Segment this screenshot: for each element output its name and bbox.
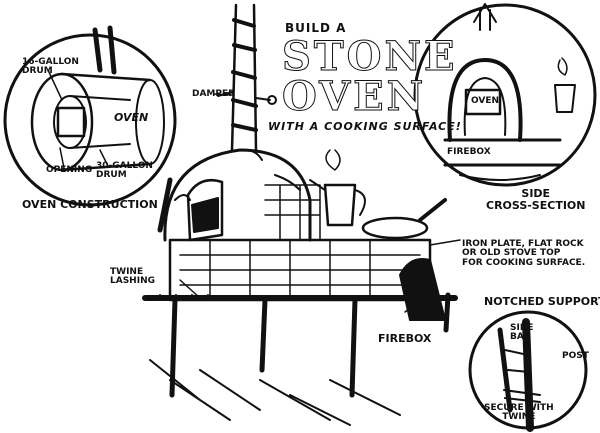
cooking-platform — [168, 184, 446, 321]
title-oven: OVEN — [281, 73, 427, 120]
label-30-gallon-drum: 30-GALLON DRUM — [96, 161, 153, 181]
leader-lines — [179, 93, 461, 313]
label-oven-inset: OVEN — [114, 111, 149, 124]
label-firebox-side: FIREBOX — [447, 147, 491, 157]
label-notched-supports: NOTCHED SUPPORTS — [484, 295, 600, 308]
title-subtitle: WITH A COOKING SURFACE! — [268, 120, 462, 133]
oven-construction-inset — [3, 25, 177, 207]
stone-oven — [157, 148, 312, 242]
label-oven-side: OVEN — [471, 96, 500, 106]
label-16-gallon-drum: 16-GALLON DRUM — [22, 57, 79, 77]
support-table — [142, 292, 458, 426]
title-stone: STONE — [282, 33, 458, 80]
label-post: POST — [562, 351, 589, 361]
kettle — [309, 149, 366, 227]
label-firebox-main: FIREBOX — [378, 332, 432, 345]
label-damper: DAMPER — [192, 89, 236, 99]
label-secure-with-twine: SECURE WITH TWINE — [484, 403, 554, 423]
title-build-a: BUILD A — [285, 21, 347, 35]
label-side-cross-section: SIDE CROSS-SECTION — [486, 187, 586, 212]
label-opening: OPENING — [46, 165, 93, 175]
label-twine-lashing: TWINE LASHING — [110, 267, 155, 287]
label-side-bar: SIDE BAR — [510, 323, 534, 343]
notched-supports-inset — [468, 310, 588, 432]
side-cross-section-inset — [413, 3, 597, 187]
label-oven-construction: OVEN CONSTRUCTION — [22, 198, 158, 211]
label-iron-plate: IRON PLATE, FLAT ROCK OR OLD STOVE TOP F… — [462, 239, 586, 268]
chimney — [217, 3, 277, 152]
skillet — [361, 198, 447, 240]
